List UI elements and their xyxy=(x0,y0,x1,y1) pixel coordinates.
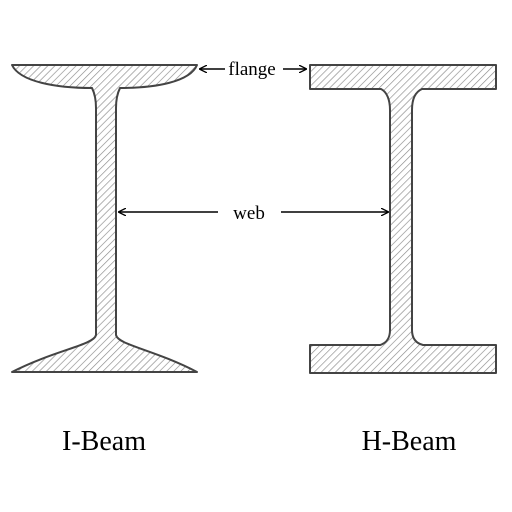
h-beam-label: H-Beam xyxy=(362,426,457,457)
i-beam-label: I-Beam xyxy=(62,426,146,457)
i-beam-shape xyxy=(11,64,198,373)
flange-label: flange xyxy=(228,59,275,80)
h-beam-shape xyxy=(309,64,497,374)
web-label: web xyxy=(233,203,265,224)
